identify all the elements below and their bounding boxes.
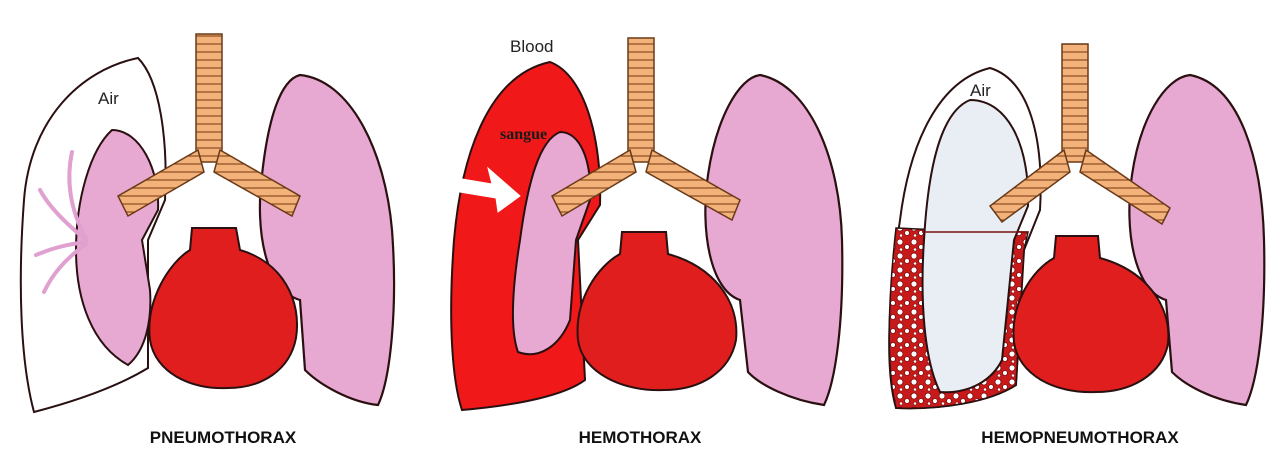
label-air-1: Air [98, 89, 119, 108]
caption-pneumothorax: PNEUMOTHORAX [150, 428, 297, 447]
label-sangue: sangue [500, 126, 547, 143]
caption-hemothorax: HEMOTHORAX [579, 428, 702, 447]
panel-hemothorax: Blood sangue HEMOTHORAX [451, 37, 842, 447]
label-air-3: Air [970, 81, 991, 100]
caption-hemopneumothorax: HEMOPNEUMOTHORAX [981, 428, 1179, 447]
label-blood: Blood [510, 37, 553, 56]
panel-pneumothorax: Air PNEUMOTHORAX [21, 34, 394, 447]
panel-hemopneumothorax: Air HEMOPNEUMOTHORAX [889, 44, 1264, 447]
